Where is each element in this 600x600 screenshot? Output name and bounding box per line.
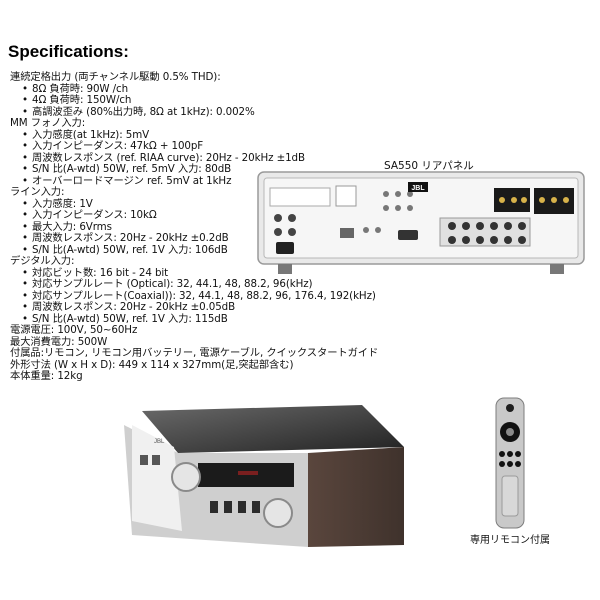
spec-item: S/N 比(A-wtd) 50W, ref. 1V 入力: 106dB bbox=[10, 244, 430, 257]
spec-item: 高調波歪み (80%出力時, 8Ω at 1kHz): 0.002% bbox=[10, 106, 430, 119]
spec-item: S/N 比(A-wtd) 50W, ref. 5mV 入力: 80dB bbox=[10, 163, 430, 176]
spec-item: 4Ω 負荷時: 150W/ch bbox=[10, 94, 430, 107]
remote-photo bbox=[495, 397, 525, 529]
spec-item: 8Ω 負荷時: 90W /ch bbox=[10, 83, 430, 96]
remote-caption: 専用リモコン付属 bbox=[470, 535, 550, 546]
spec-heading: ライン入力: bbox=[10, 186, 65, 198]
spec-item: 入力インピーダンス: 10kΩ bbox=[10, 209, 430, 222]
spec-heading: MM フォノ入力: bbox=[10, 117, 86, 129]
spec-item: オーバーロードマージン ref. 5mV at 1kHz bbox=[10, 175, 430, 188]
spec-list: 連続定格出力 (両チャンネル駆動 0.5% THD): 8Ω 負荷時: 90W … bbox=[10, 71, 430, 383]
spec-heading: 連続定格出力 (両チャンネル駆動 0.5% THD): bbox=[10, 71, 221, 83]
spec-line: 付属品:リモコン, リモコン用バッテリー, 電源ケーブル, クイックスタートガイ… bbox=[10, 347, 379, 359]
front-brand: JBL bbox=[154, 439, 165, 445]
spec-item: 対応ビット数: 16 bit - 24 bit bbox=[10, 267, 430, 280]
amplifier-photo: JBL bbox=[124, 405, 404, 547]
spec-line: 外形寸法 (W x H x D): 449 x 114 x 327mm(足,突起… bbox=[10, 358, 294, 371]
rear-panel-image: JBL bbox=[257, 171, 585, 274]
spec-heading: デジタル入力: bbox=[10, 255, 75, 267]
spec-item: 入力感度: 1V bbox=[10, 198, 430, 211]
spec-item: 周波数レスポンス (ref. RIAA curve): 20Hz - 20kHz… bbox=[10, 152, 430, 165]
spec-line: 電源電圧: 100V, 50~60Hz bbox=[10, 324, 138, 336]
spec-item: 対応サンプルレート(Coaxial)): 32, 44.1, 48, 88.2,… bbox=[10, 290, 430, 303]
spec-item: 対応サンプルレート (Optical): 32, 44.1, 48, 88.2,… bbox=[10, 278, 430, 291]
spec-item: 周波数レスポンス: 20Hz - 20kHz ±0.05dB bbox=[10, 301, 430, 314]
page-title: Specifications: bbox=[8, 42, 129, 61]
spec-line: 本体重量: 12kg bbox=[10, 370, 83, 382]
spec-line: 最大消費電力: 500W bbox=[10, 335, 108, 348]
terminal-group-left bbox=[269, 187, 331, 254]
spec-item: 周波数レスポンス: 20Hz - 20kHz ±0.2dB bbox=[10, 232, 430, 245]
spec-item: 入力インピーダンス: 47kΩ + 100pF bbox=[10, 140, 430, 153]
rear-panel-caption: SA550 リアパネル bbox=[384, 160, 474, 172]
spec-item: 最大入力: 6Vrms bbox=[10, 221, 430, 234]
spec-item: 入力感度(at 1kHz): 5mV bbox=[10, 129, 430, 142]
brand-logo: JBL bbox=[411, 185, 425, 192]
spec-item: S/N 比(A-wtd) 50W, ref. 1V 入力: 115dB bbox=[10, 313, 430, 326]
